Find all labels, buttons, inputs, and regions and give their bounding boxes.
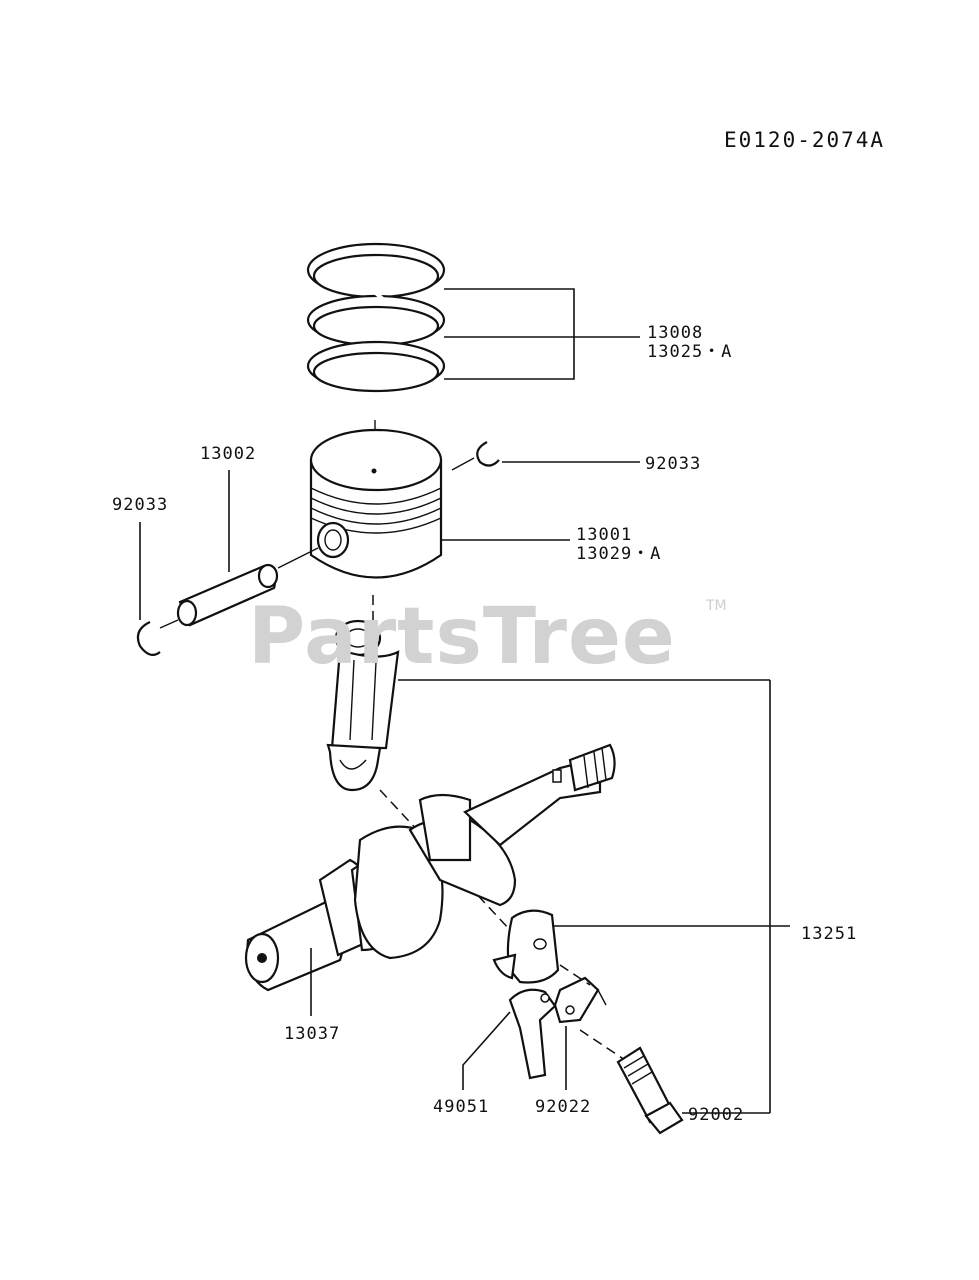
callout-piston-1[interactable]: 13001 (576, 525, 633, 545)
callout-oil-dipper[interactable]: 49051 (433, 1097, 490, 1117)
piston[interactable] (309, 428, 443, 579)
partstree-watermark: PartsTree (248, 592, 676, 682)
callout-circlip-right[interactable]: 92033 (645, 454, 702, 474)
diagram-id: E0120-2074A (724, 128, 886, 152)
callout-ring-set-2[interactable]: 13025・A (647, 342, 733, 362)
piston-pin[interactable] (176, 563, 279, 627)
lock-washer[interactable] (553, 976, 607, 1024)
circlip-left[interactable] (136, 621, 161, 656)
piston-rings[interactable] (306, 242, 446, 393)
callout-rod-bolt[interactable]: 92002 (688, 1105, 745, 1125)
rod-cap[interactable] (492, 909, 560, 984)
circlip-right[interactable] (476, 441, 500, 467)
callout-piston-pin[interactable]: 13002 (200, 444, 257, 464)
trademark-symbol: TM (706, 598, 727, 614)
callout-crankshaft[interactable]: 13037 (284, 1024, 341, 1044)
oil-dipper[interactable] (508, 988, 557, 1080)
callout-piston-2[interactable]: 13029・A (576, 544, 662, 564)
callout-connecting-rod[interactable]: 13251 (801, 924, 858, 944)
rod-bolt[interactable] (616, 1046, 684, 1135)
callout-ring-set-1[interactable]: 13008 (647, 323, 704, 343)
connecting-rod[interactable] (326, 619, 400, 792)
crankshaft[interactable] (244, 743, 616, 992)
callout-lock-washer[interactable]: 92022 (535, 1097, 592, 1117)
callout-circlip-left[interactable]: 92033 (112, 495, 169, 515)
